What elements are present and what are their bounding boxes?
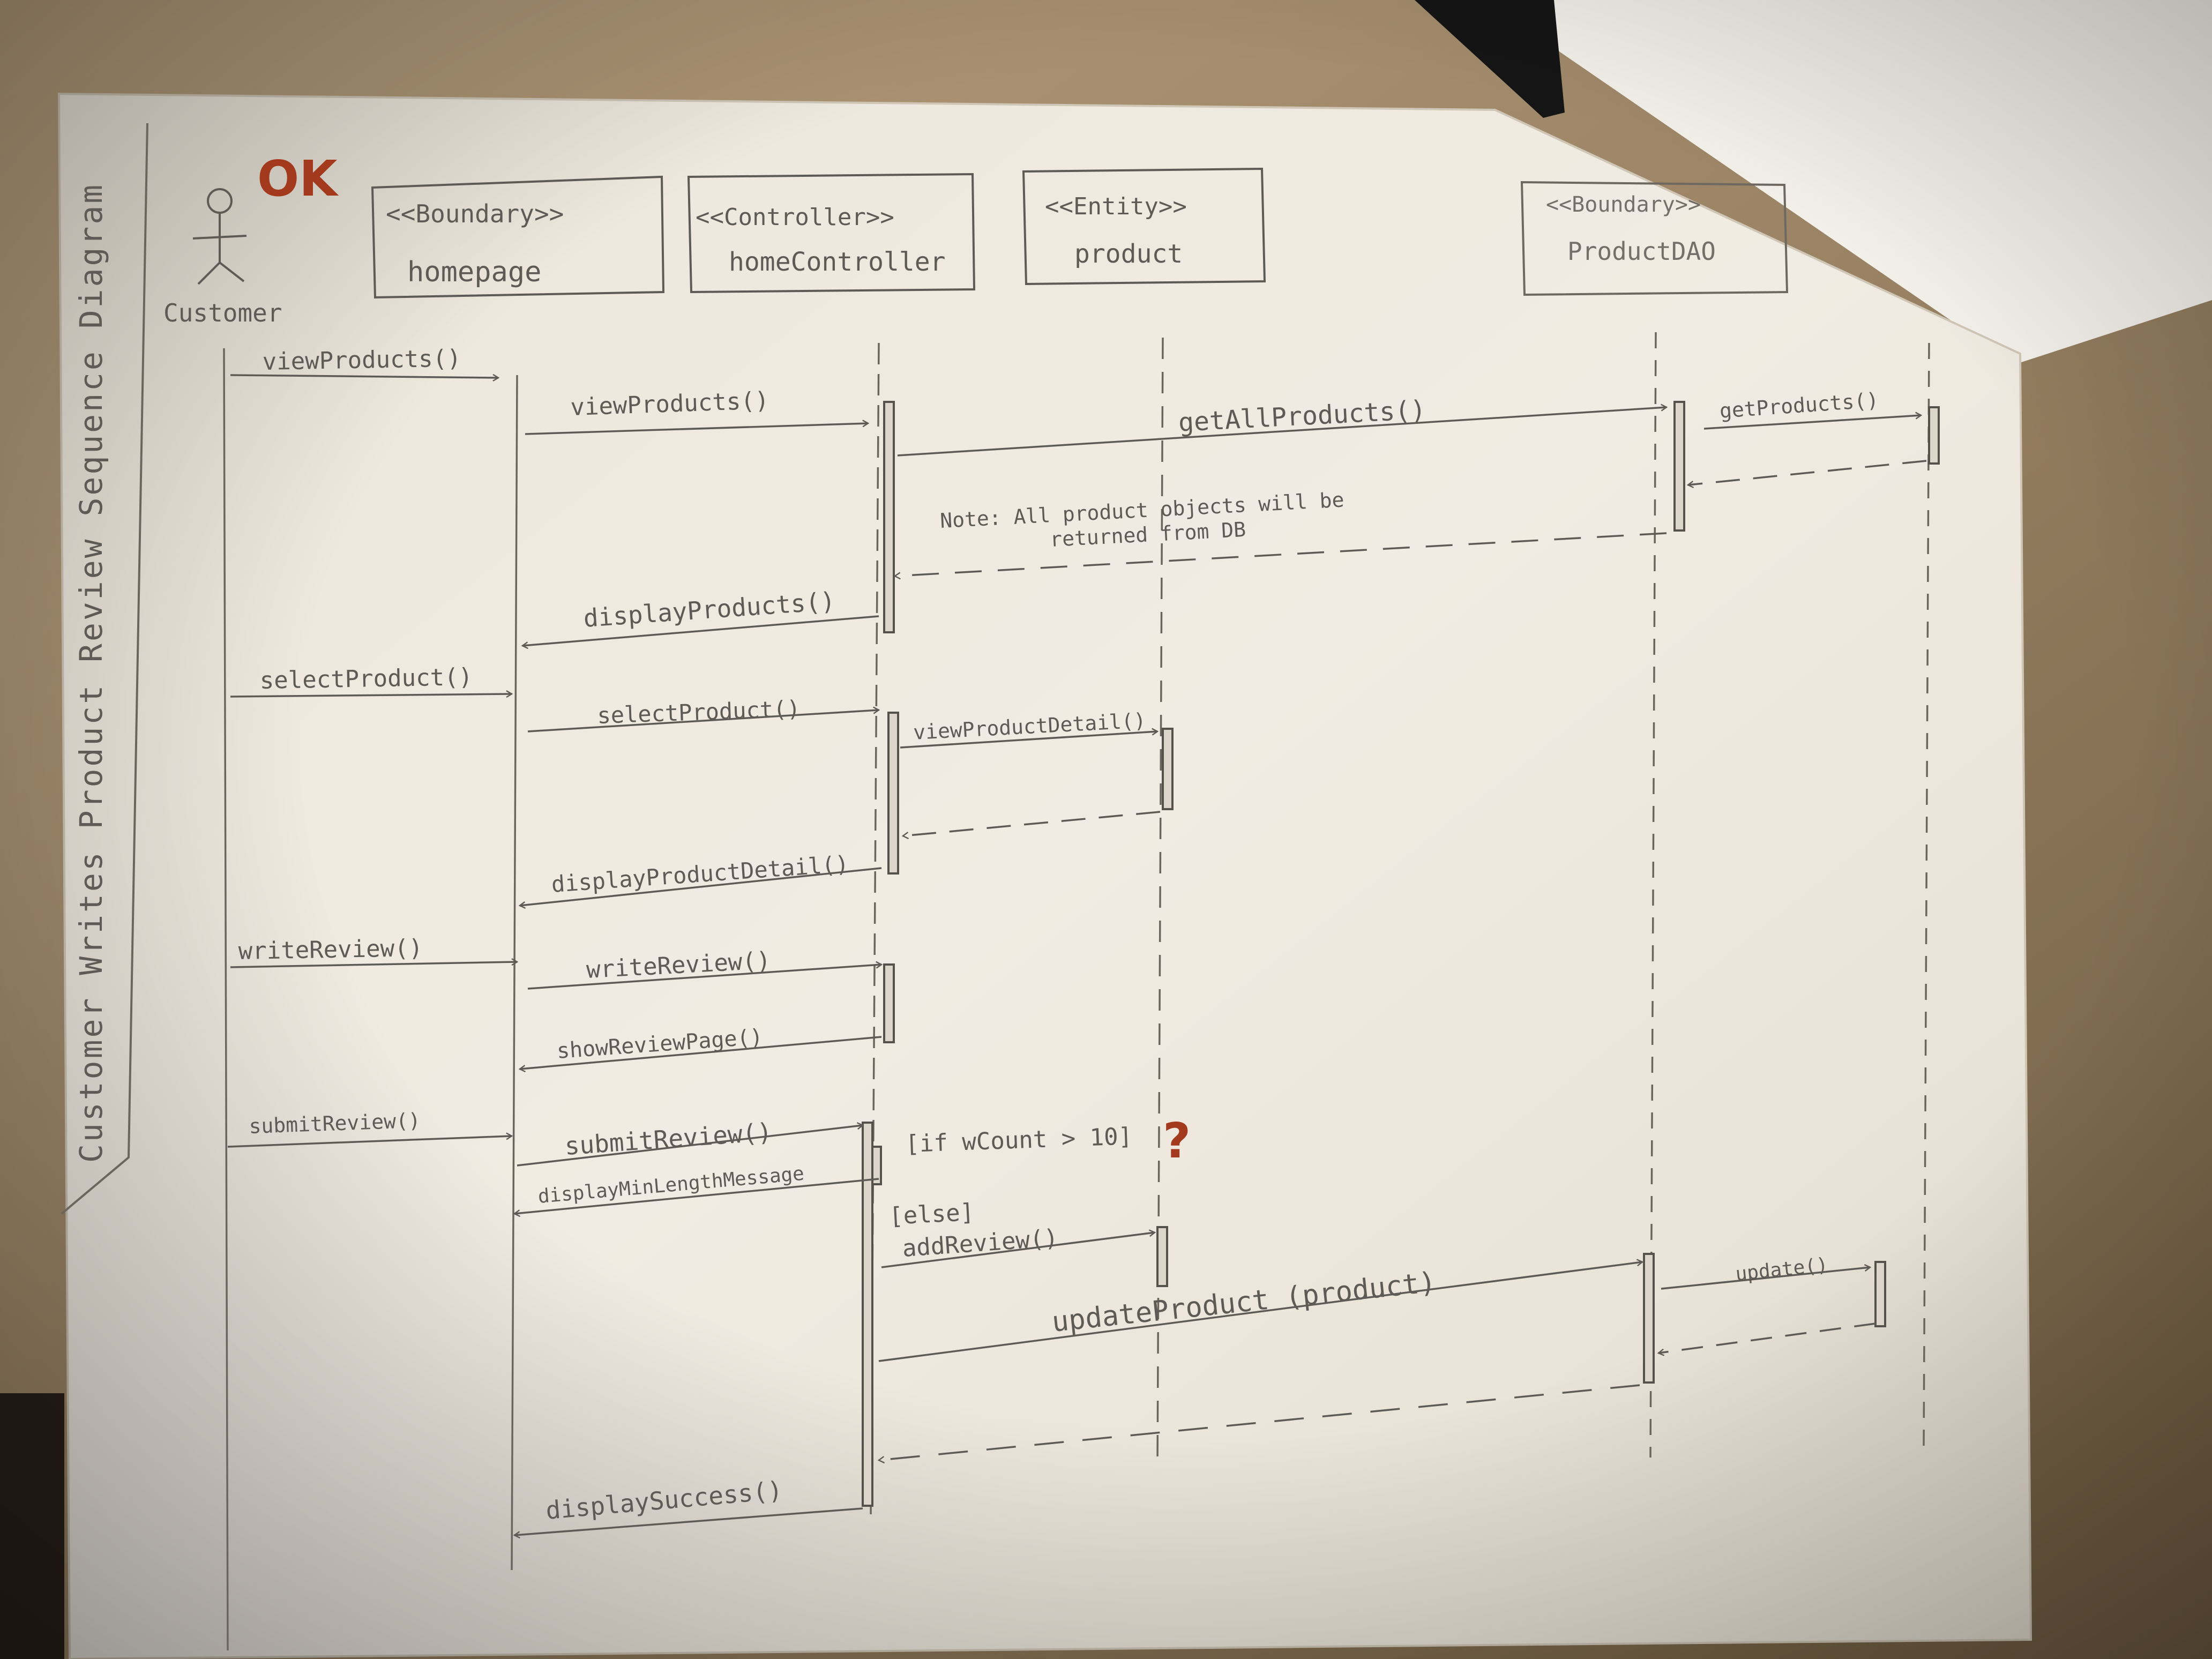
- msg-label-10: writeReview(): [238, 935, 423, 965]
- msg-return-8: [903, 811, 1161, 836]
- msg-return-4: [1688, 460, 1927, 485]
- msg-arrow-1: [230, 375, 498, 378]
- approval-mark: OK: [257, 150, 339, 207]
- msg-label-6: selectProduct(): [259, 663, 473, 694]
- activation-dao-2: [1643, 1253, 1655, 1384]
- msg-arrow-4: [1703, 415, 1921, 430]
- msg-arrow-16: [881, 1232, 1155, 1268]
- actor-name: Customer: [163, 298, 282, 327]
- msg-arrow-15: [514, 1178, 879, 1214]
- activation-controller-4: [862, 1122, 873, 1507]
- msg-arrow-18: [1661, 1267, 1870, 1290]
- diagram-title: Customer Writes Product Review Sequence …: [73, 183, 109, 1163]
- msg-arrow-8: [900, 731, 1157, 749]
- msg-return-17: [879, 1384, 1640, 1460]
- activation-controller-1: [883, 401, 895, 633]
- lifeline-db: [1923, 342, 1930, 1447]
- guard-question-mark: ?: [1163, 1113, 1191, 1169]
- msg-arrow-13: [227, 1136, 512, 1148]
- activation-bars: [862, 401, 1940, 1507]
- lifeline-homepage-box: <<Boundary>> homepage: [371, 175, 665, 299]
- msg-arrow-7: [527, 710, 879, 733]
- lifeline-homecontroller-name: homeController: [729, 247, 946, 277]
- msg-arrow-3: [897, 407, 1667, 457]
- activation-db-1: [1928, 406, 1940, 465]
- lifeline-productdao: [1649, 332, 1657, 1458]
- activation-db-2: [1874, 1261, 1886, 1327]
- activation-product-2: [1156, 1226, 1168, 1287]
- lifeline-homepage-name: homepage: [407, 256, 541, 288]
- activation-controller-inner: [871, 1146, 882, 1185]
- msg-arrow-2: [525, 423, 868, 435]
- title-frame: [61, 123, 148, 1215]
- lifeline-productdao-name: ProductDAO: [1567, 237, 1716, 266]
- lifeline-product-stereotype: <<Entity>>: [1045, 193, 1187, 220]
- activation-dao-1: [1673, 401, 1685, 532]
- actor-stick-figure: [192, 188, 247, 285]
- lifeline-product-box: <<Entity>> product: [1022, 167, 1266, 286]
- msg-arrow-9: [520, 867, 882, 906]
- msg-arrow-12: [520, 1036, 882, 1069]
- activation-controller-3: [883, 963, 895, 1043]
- msg-arrow-6: [230, 694, 512, 697]
- msg-arrow-11: [527, 965, 881, 990]
- guard-else: [else]: [888, 1199, 975, 1230]
- msg-label-1: viewProducts(): [262, 345, 461, 376]
- lifeline-productdao-box: <<Boundary>> ProductDAO: [1520, 181, 1789, 296]
- lifeline-productdao-stereotype: <<Boundary>>: [1546, 192, 1701, 217]
- msg-arrow-19: [514, 1507, 863, 1535]
- lifeline-homecontroller-stereotype: <<Controller>>: [696, 204, 894, 231]
- activation-product-1: [1162, 728, 1174, 810]
- lifeline-homepage-stereotype: <<Boundary>>: [386, 199, 564, 228]
- lifeline-homecontroller-box: <<Controller>> homeController: [687, 173, 976, 294]
- msg-arrow-14: [517, 1125, 863, 1167]
- msg-return-18: [1658, 1322, 1876, 1353]
- msg-return-3: [895, 532, 1667, 576]
- msg-arrow-5: [522, 615, 879, 646]
- lifeline-product-name: product: [1074, 239, 1183, 269]
- activation-controller-2: [887, 712, 899, 875]
- lifeline-customer: [223, 348, 229, 1651]
- message-arrows: [227, 375, 1927, 1535]
- lifeline-homepage: [511, 375, 518, 1571]
- msg-arrow-10: [230, 962, 517, 968]
- msg-arrow-17: [878, 1262, 1642, 1362]
